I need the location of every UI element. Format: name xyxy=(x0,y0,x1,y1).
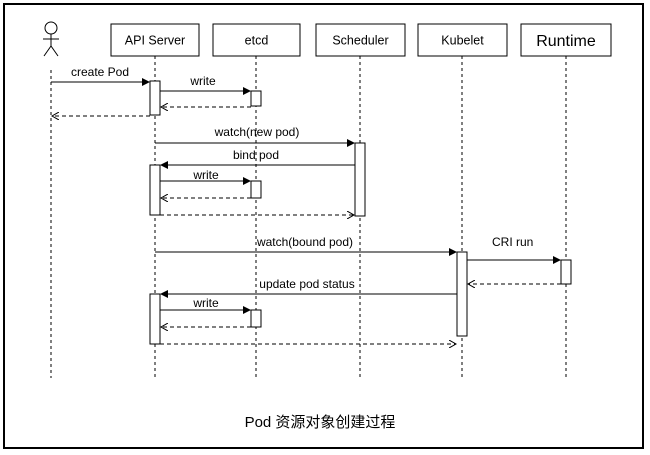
message-watch-new-pod: watch(new pod) xyxy=(155,125,355,147)
svg-text:write: write xyxy=(189,74,216,88)
message-update-pod-status: update pod status xyxy=(160,277,457,298)
message-bind-pod: bind pod xyxy=(160,148,355,169)
message-write-3: write xyxy=(160,296,251,314)
svg-text:API Server: API Server xyxy=(125,34,185,48)
svg-text:update pod status: update pod status xyxy=(259,277,354,291)
activation-kubelet xyxy=(456,251,468,337)
svg-text:write: write xyxy=(192,296,219,310)
user-actor-icon xyxy=(43,21,59,57)
message-cri-run: CRI run xyxy=(467,235,561,264)
activation-scheduler xyxy=(354,142,366,217)
activation-api-2 xyxy=(149,164,161,216)
message-write-2: write xyxy=(160,168,251,185)
svg-text:watch(bound pod): watch(bound pod) xyxy=(256,235,353,249)
svg-text:write: write xyxy=(192,168,219,182)
activation-runtime xyxy=(560,259,572,285)
diagram-frame xyxy=(3,3,644,449)
svg-text:Runtime: Runtime xyxy=(536,33,596,50)
participant-scheduler: Scheduler xyxy=(315,23,406,57)
svg-text:Scheduler: Scheduler xyxy=(332,34,388,48)
svg-text:watch(new pod): watch(new pod) xyxy=(214,125,300,139)
activation-etcd-1 xyxy=(250,90,262,107)
diagram-caption: Pod 资源对象创建过程 xyxy=(245,414,396,431)
message-write-1: write xyxy=(160,74,251,95)
participant-api-server: API Server xyxy=(110,23,200,57)
activation-etcd-2 xyxy=(250,180,262,199)
svg-text:Kubelet: Kubelet xyxy=(441,34,484,48)
message-create-pod: create Pod xyxy=(51,65,150,86)
svg-text:CRI run: CRI run xyxy=(492,235,533,249)
svg-text:bind pod: bind pod xyxy=(233,148,279,162)
participant-kubelet: Kubelet xyxy=(417,23,508,57)
lifelines xyxy=(50,56,567,378)
activation-etcd-3 xyxy=(250,309,262,328)
activation-api-1 xyxy=(149,80,161,116)
svg-text:etcd: etcd xyxy=(245,34,269,48)
activation-api-3 xyxy=(149,293,161,345)
message-watch-bound-pod: watch(bound pod) xyxy=(155,235,457,256)
svg-text:create Pod: create Pod xyxy=(71,65,129,79)
activation-boxes xyxy=(149,80,572,345)
participant-runtime: Runtime xyxy=(520,23,612,57)
participant-etcd: etcd xyxy=(212,23,301,57)
